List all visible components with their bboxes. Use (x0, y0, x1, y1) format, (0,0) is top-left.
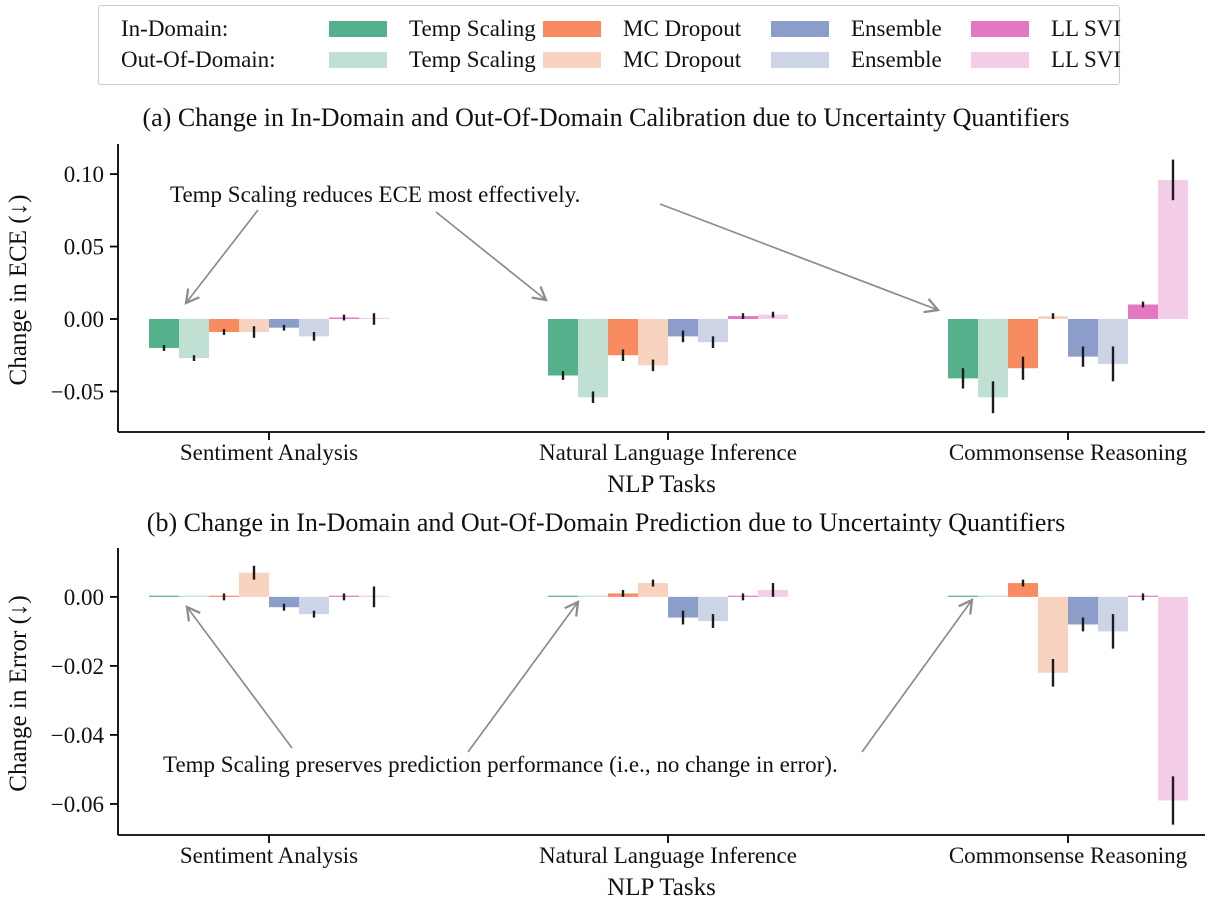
annotation-arrow (861, 598, 974, 753)
legend-item-label: Ensemble (851, 15, 942, 41)
bar (638, 318, 668, 366)
bar (149, 318, 179, 348)
y-tick-label: −0.06 (51, 792, 104, 817)
legend-item-label: Ensemble (851, 46, 942, 72)
annotation-arrow (659, 203, 941, 314)
legend-swatch-ensemble (771, 51, 829, 68)
panel-b-title: (b) Change in In-Domain and Out-Of-Domai… (146, 508, 1066, 537)
axes: 0.10 0.05 0.00 −0.05 Change in ECE (↓) Sentim… (5, 144, 1205, 498)
bar (638, 583, 668, 597)
error-bars (162, 159, 1175, 414)
bar (698, 318, 728, 343)
bar (1128, 304, 1158, 319)
legend-swatch-temp-scaling (329, 20, 387, 37)
legend-row-in-domain: In-Domain: Temp Scaling MC Dropout Ensemble… (121, 13, 1122, 44)
category-label: Sentiment Analysis (180, 440, 358, 465)
bar (1158, 596, 1188, 801)
bar (1158, 179, 1188, 319)
category-label: Natural Language Inference (539, 440, 797, 465)
annotation-arrow (185, 605, 293, 749)
legend-swatch-mc-dropout (543, 20, 601, 37)
bars (149, 179, 1188, 398)
panel-a-chart: 0.10 0.05 0.00 −0.05 Change in ECE (↓) Sentim… (5, 144, 1205, 498)
y-tick-label: 0.10 (64, 162, 104, 187)
legend-swatch-ll-svi (971, 20, 1029, 37)
bar (948, 595, 978, 597)
bar (668, 596, 698, 618)
category-label: Natural Language Inference (539, 843, 797, 868)
legend-item-label: Temp Scaling (409, 46, 536, 72)
bar (578, 318, 608, 398)
bar (239, 318, 269, 333)
bar (269, 318, 299, 328)
legend-row-label: Out-Of-Domain: (121, 46, 276, 72)
bar (668, 318, 698, 337)
bar (209, 318, 239, 333)
category-label: Commonsense Reasoning (949, 440, 1188, 465)
bar (149, 595, 179, 597)
legend-item-label: MC Dropout (623, 15, 742, 41)
legend-swatch-mc-dropout (543, 51, 601, 68)
bar (578, 595, 608, 597)
legend-swatch-temp-scaling (329, 51, 387, 68)
y-tick-label: −0.05 (51, 379, 104, 404)
bar (1008, 583, 1038, 597)
panel-a-title: (a) Change in In-Domain and Out-Of-Domai… (142, 103, 1070, 132)
bar (179, 318, 209, 359)
annotation-text: Temp Scaling preserves prediction perfor… (163, 752, 838, 777)
annotation: Temp Scaling preserves prediction perfor… (163, 598, 974, 777)
x-axis-title: NLP Tasks (607, 874, 716, 901)
legend-swatch-ll-svi (971, 51, 1029, 68)
bar (978, 595, 1008, 597)
annotation-arrow (184, 209, 259, 305)
legend-item-label: LL SVI (1051, 46, 1122, 72)
x-axis-title: NLP Tasks (607, 471, 716, 498)
error-bars (222, 565, 1175, 825)
y-tick-label: −0.02 (51, 654, 104, 679)
legend-row-label: In-Domain: (121, 15, 229, 41)
annotation-arrow (435, 211, 548, 302)
bar (299, 318, 329, 337)
y-tick-label: 0.00 (64, 307, 104, 332)
category-label: Commonsense Reasoning (949, 843, 1188, 868)
annotation-arrow (467, 600, 580, 753)
bar (608, 318, 638, 356)
y-tick-label: 0.05 (64, 235, 104, 260)
y-tick-label: 0.00 (64, 585, 104, 610)
annotation-text: Temp Scaling reduces ECE most effectivel… (170, 182, 580, 207)
legend-swatch-ensemble (771, 20, 829, 37)
y-tick-label: −0.04 (51, 723, 105, 748)
bar (548, 318, 578, 376)
panel-b-chart: 0.00 −0.02 −0.04 −0.06 Change in Error (↓) Se… (5, 548, 1205, 901)
category-label: Sentiment Analysis (180, 843, 358, 868)
legend-row-out-of-domain: Out-Of-Domain: Temp Scaling MC Dropout Ense… (121, 44, 1122, 75)
bar (299, 596, 329, 615)
legend-item-label: Temp Scaling (409, 15, 536, 41)
y-axis-title: Change in ECE (↓) (5, 195, 32, 386)
annotation: Temp Scaling reduces ECE most effectivel… (170, 182, 941, 314)
bar (548, 595, 578, 597)
legend-item-label: MC Dropout (623, 46, 742, 72)
legend-item-label: LL SVI (1051, 15, 1122, 41)
bar (179, 595, 209, 597)
y-axis-title: Change in Error (↓) (5, 595, 32, 791)
bar (269, 596, 299, 608)
axes: 0.00 −0.02 −0.04 −0.06 Change in Error (↓) Se… (5, 548, 1205, 901)
